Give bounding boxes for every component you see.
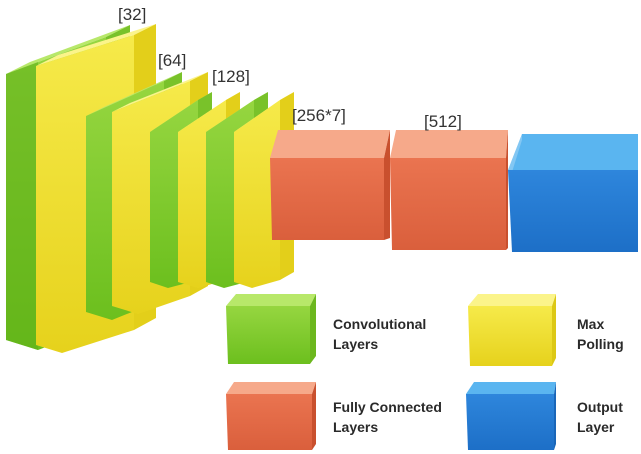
fc-layer-512 xyxy=(390,130,508,250)
label-256x7: [256*7] xyxy=(292,106,346,125)
legend-label-output: Output Layer xyxy=(577,399,627,435)
legend-label-conv: Convolutional Layers xyxy=(333,316,430,352)
legend-swatch-output xyxy=(466,382,556,450)
label-128: [128] xyxy=(212,67,250,86)
legend: Convolutional Layers Max Polling Fully C… xyxy=(226,294,627,450)
legend-label-pool: Max Polling xyxy=(577,316,624,352)
fc-layer-256x7 xyxy=(270,130,390,240)
label-64: [64] xyxy=(158,51,186,70)
output-layer xyxy=(508,134,638,252)
label-512: [512] xyxy=(424,112,462,131)
legend-swatch-conv xyxy=(226,294,316,364)
legend-label-fc: Fully Connected Layers xyxy=(333,399,446,435)
label-32: [32] xyxy=(118,5,146,24)
legend-swatch-pool xyxy=(468,294,556,366)
legend-swatch-fc xyxy=(226,382,316,450)
